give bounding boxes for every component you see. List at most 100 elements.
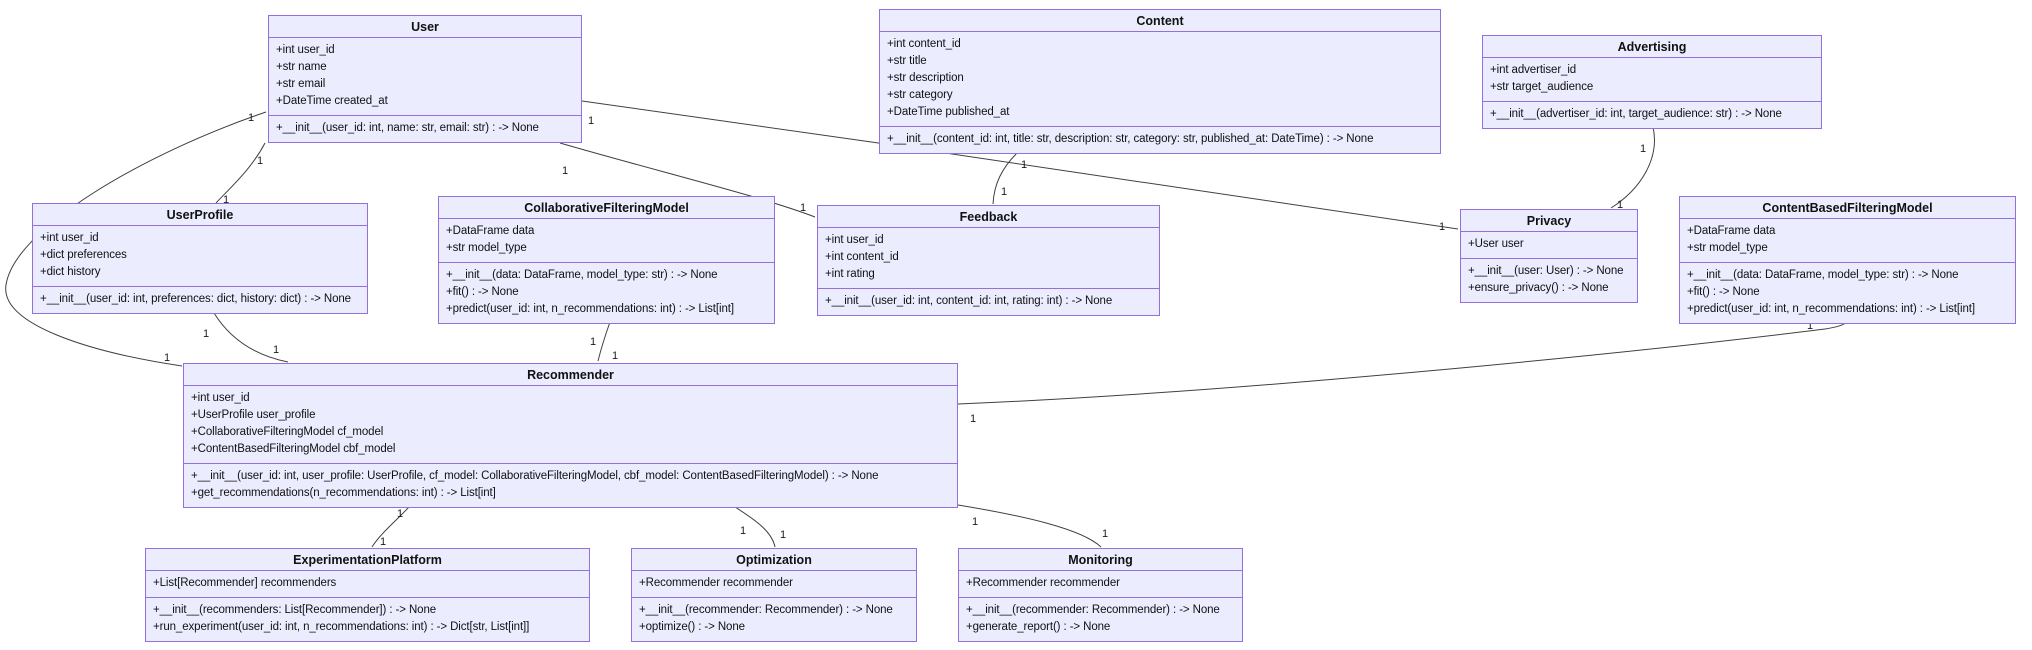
attributes-compartment: +int user_id+dict preferences+dict histo… bbox=[33, 226, 367, 286]
class-title: Feedback bbox=[818, 206, 1159, 228]
multiplicity-label: 1 bbox=[248, 112, 254, 124]
class-method: +__init__(recommender: Recommender) : ->… bbox=[639, 604, 893, 616]
class-title: Recommender bbox=[184, 364, 957, 386]
class-method: +__init__(user_id: int, preferences: dic… bbox=[40, 293, 351, 305]
multiplicity-label: 1 bbox=[203, 328, 209, 340]
edge-userprofile-recommender bbox=[213, 312, 289, 363]
class-box-advertising: Advertising +int advertiser_id +str targe… bbox=[1482, 35, 1822, 129]
class-title: Advertising bbox=[1483, 36, 1821, 58]
class-title: Optimization bbox=[632, 549, 916, 571]
class-attribute: +str category bbox=[887, 89, 953, 101]
edge-user-userprofile bbox=[215, 142, 266, 204]
attributes-compartment: +int advertiser_id +str target_audience bbox=[1483, 58, 1821, 101]
methods-compartment: +__init__(recommender: Recommender) : ->… bbox=[632, 597, 916, 641]
multiplicity-label: 1 bbox=[1439, 221, 1445, 233]
multiplicity-label: 1 bbox=[1807, 320, 1813, 332]
class-method: +__init__(content_id: int, title: str, d… bbox=[887, 133, 1374, 145]
methods-compartment: +__init__(user_id: int, preferences: dic… bbox=[33, 286, 367, 313]
class-box-content: Content +int content_id+str title+str de… bbox=[879, 9, 1441, 154]
attributes-compartment: +Recommender recommender bbox=[959, 571, 1242, 597]
attributes-compartment: +DataFrame data+str model_type bbox=[1680, 219, 2015, 262]
attributes-compartment: +int user_id +UserProfile user_profile +Co… bbox=[184, 386, 957, 463]
class-attribute: +ContentBasedFilteringModel cbf_model bbox=[191, 443, 396, 455]
class-attribute: +int user_id bbox=[825, 234, 884, 246]
attributes-compartment: +Recommender recommender bbox=[632, 571, 916, 597]
class-attribute: +str description bbox=[887, 72, 964, 84]
edge-user-recommender bbox=[5, 111, 267, 367]
edge-contentbasedfilteringmodel-recommender bbox=[957, 316, 1850, 405]
attributes-compartment: +List[Recommender] recommenders bbox=[146, 571, 589, 597]
multiplicity-label: 1 bbox=[972, 516, 978, 528]
edge-collaborativefilteringmodel-recommender bbox=[597, 321, 611, 362]
multiplicity-label: 1 bbox=[562, 165, 568, 177]
class-method: +fit() : -> None bbox=[446, 286, 519, 298]
multiplicity-label: 1 bbox=[800, 202, 806, 214]
methods-compartment: +__init__(recommenders: List[Recommender… bbox=[146, 597, 589, 641]
class-attribute: +str name bbox=[276, 61, 327, 73]
class-method: +__init__(user_id: int, user_profile: Us… bbox=[191, 470, 879, 482]
class-attribute: +str title bbox=[887, 55, 927, 67]
edge-recommender-monitoring bbox=[957, 504, 1102, 548]
methods-compartment: +__init__(user_id: int, name: str, email… bbox=[269, 115, 581, 142]
class-attribute: +List[Recommender] recommenders bbox=[153, 577, 337, 589]
class-title: UserProfile bbox=[33, 204, 367, 226]
class-method: +predict(user_id: int, n_recommendations… bbox=[446, 303, 734, 315]
class-attribute: +int user_id bbox=[276, 44, 335, 56]
class-box-contentbasedfilteringmodel: ContentBasedFilteringModel +DataFrame da… bbox=[1679, 196, 2016, 324]
methods-compartment: +__init__(recommender: Recommender) : ->… bbox=[959, 597, 1242, 641]
class-attribute: +str target_audience bbox=[1490, 81, 1594, 93]
multiplicity-label: 1 bbox=[1021, 159, 1027, 171]
class-attribute: +int user_id bbox=[40, 232, 99, 244]
edge-user-feedback bbox=[559, 142, 816, 218]
class-method: +run_experiment(user_id: int, n_recommen… bbox=[153, 621, 530, 633]
class-box-monitoring: Monitoring +Recommender recommender +__i… bbox=[958, 548, 1243, 642]
multiplicity-label: 1 bbox=[1617, 199, 1623, 211]
methods-compartment: +__init__(data: DataFrame, model_type: s… bbox=[439, 262, 774, 323]
class-attribute: +User user bbox=[1468, 238, 1524, 250]
class-attribute: +int content_id bbox=[887, 38, 961, 50]
methods-compartment: +__init__(user_id: int, user_profile: Us… bbox=[184, 463, 957, 507]
methods-compartment: +__init__(data: DataFrame, model_type: s… bbox=[1680, 262, 2015, 323]
class-attribute: +dict preferences bbox=[40, 249, 127, 261]
class-attribute: +int user_id bbox=[191, 392, 250, 404]
class-attribute: +str email bbox=[276, 78, 326, 90]
class-attribute: +DateTime created_at bbox=[276, 95, 388, 107]
class-attribute: +str model_type bbox=[446, 242, 527, 254]
class-method: +__init__(recommenders: List[Recommender… bbox=[153, 604, 437, 616]
edge-recommender-optimization bbox=[734, 506, 776, 548]
attributes-compartment: +User user bbox=[1461, 232, 1637, 258]
multiplicity-label: 1 bbox=[223, 194, 229, 206]
class-attribute: +CollaborativeFilteringModel cf_model bbox=[191, 426, 384, 438]
multiplicity-label: 1 bbox=[588, 115, 594, 127]
class-attribute: +DataFrame data bbox=[1687, 225, 1776, 237]
class-attribute: +UserProfile user_profile bbox=[191, 409, 316, 421]
attributes-compartment: +int content_id +str title +str descriptio… bbox=[880, 32, 1440, 126]
class-method: +optimize() : -> None bbox=[639, 621, 745, 633]
edge-content-feedback bbox=[992, 152, 1018, 205]
class-box-recommender: Recommender +int user_id +UserProfile use… bbox=[183, 363, 958, 508]
class-method: +generate_report() : -> None bbox=[966, 621, 1111, 633]
class-attribute: +DataFrame data bbox=[446, 225, 535, 237]
class-method: +__init__(data: DataFrame, model_type: s… bbox=[446, 269, 718, 281]
methods-compartment: +__init__(advertiser_id: int, target_aud… bbox=[1483, 101, 1821, 128]
class-attribute: +int content_id bbox=[825, 251, 899, 263]
class-box-collaborativefilteringmodel: CollaborativeFilteringModel +DataFrame d… bbox=[438, 196, 775, 324]
class-attribute: +DateTime published_at bbox=[887, 106, 1010, 118]
class-title: Privacy bbox=[1461, 210, 1637, 232]
multiplicity-label: 1 bbox=[1640, 143, 1646, 155]
multiplicity-label: 1 bbox=[1102, 528, 1108, 540]
class-box-user: User +int user_id+str name+str email+Dat… bbox=[268, 15, 582, 143]
class-box-experimentationplatform: ExperimentationPlatform +List[Recommende… bbox=[145, 548, 590, 642]
class-attribute: +int rating bbox=[825, 268, 875, 280]
class-method: +__init__(user_id: int, content_id: int,… bbox=[825, 295, 1113, 307]
multiplicity-label: 1 bbox=[1001, 186, 1007, 198]
class-method: +predict(user_id: int, n_recommendations… bbox=[1687, 303, 1975, 315]
class-title: ContentBasedFilteringModel bbox=[1680, 197, 2015, 219]
edge-user-privacy bbox=[581, 100, 1459, 230]
multiplicity-label: 1 bbox=[970, 413, 976, 425]
multiplicity-label: 1 bbox=[380, 536, 386, 548]
class-method: +__init__(data: DataFrame, model_type: s… bbox=[1687, 269, 1959, 281]
class-attribute: +int advertiser_id bbox=[1490, 64, 1577, 76]
